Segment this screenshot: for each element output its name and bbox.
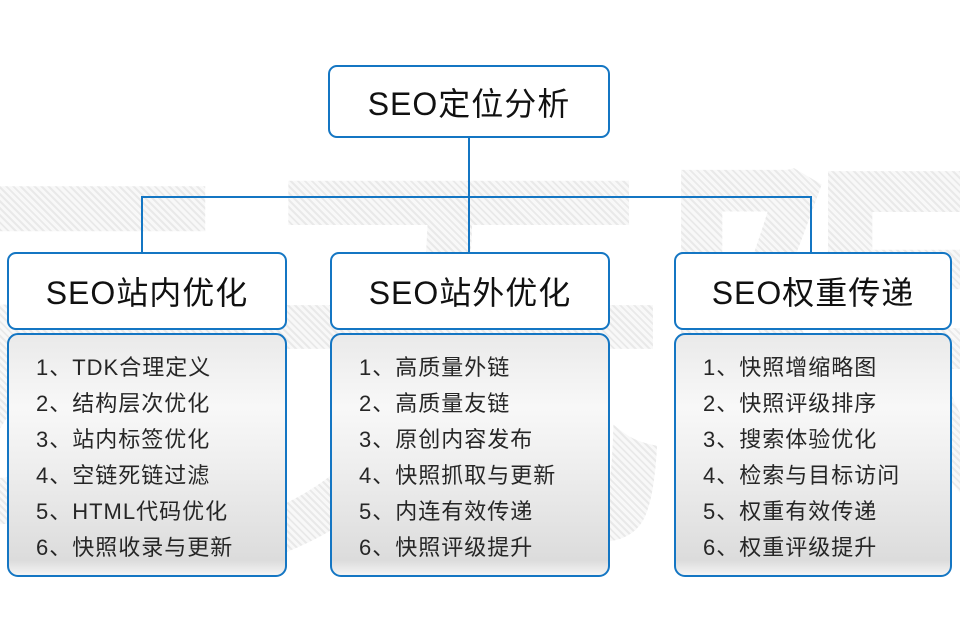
column-header-offsite-title: SEO站外优化 (368, 275, 572, 311)
list-item: 3、原创内容发布 (359, 427, 534, 452)
column-list-weight: 1、快照增缩略图 2、快照评级排序 3、搜索体验优化 4、检索与目标访问 5、权… (674, 333, 952, 577)
connector-root-drop (468, 137, 470, 197)
list-item: 1、高质量外链 (359, 355, 511, 380)
list-item: 2、结构层次优化 (36, 391, 211, 416)
root-node: SEO定位分析 (328, 65, 610, 138)
column-header-weight-title: SEO权重传递 (711, 275, 915, 311)
list-item: 3、站内标签优化 (36, 427, 211, 452)
list-item: 1、TDK合理定义 (36, 355, 212, 380)
column-list-offsite: 1、高质量外链 2、高质量友链 3、原创内容发布 4、快照抓取与更新 5、内连有… (330, 333, 610, 577)
connector-left-drop (141, 196, 143, 253)
list-item: 2、高质量友链 (359, 391, 511, 416)
column-list-onsite: 1、TDK合理定义 2、结构层次优化 3、站内标签优化 4、空链死链过滤 5、H… (7, 333, 287, 577)
list-item: 6、快照评级提升 (359, 535, 534, 560)
list-item: 4、快照抓取与更新 (359, 463, 557, 488)
list-item: 3、搜索体验优化 (703, 427, 878, 452)
list-item: 5、HTML代码优化 (36, 499, 229, 524)
list-item: 6、快照收录与更新 (36, 535, 234, 560)
column-header-onsite: SEO站内优化 (7, 252, 287, 330)
list-item: 5、内连有效传递 (359, 499, 534, 524)
list-item: 6、权重评级提升 (703, 535, 878, 560)
list-item: 1、快照增缩略图 (703, 355, 878, 380)
connector-middle-drop (468, 196, 470, 253)
column-header-weight: SEO权重传递 (674, 252, 952, 330)
connector-right-drop (810, 196, 812, 253)
root-node-title: SEO定位分析 (367, 85, 571, 122)
list-item: 5、权重有效传递 (703, 499, 878, 524)
list-item: 2、快照评级排序 (703, 391, 878, 416)
column-header-onsite-title: SEO站内优化 (45, 275, 249, 311)
column-header-offsite: SEO站外优化 (330, 252, 610, 330)
list-item: 4、检索与目标访问 (703, 463, 901, 488)
list-item: 4、空链死链过滤 (36, 463, 211, 488)
connector-horizontal (141, 196, 812, 198)
